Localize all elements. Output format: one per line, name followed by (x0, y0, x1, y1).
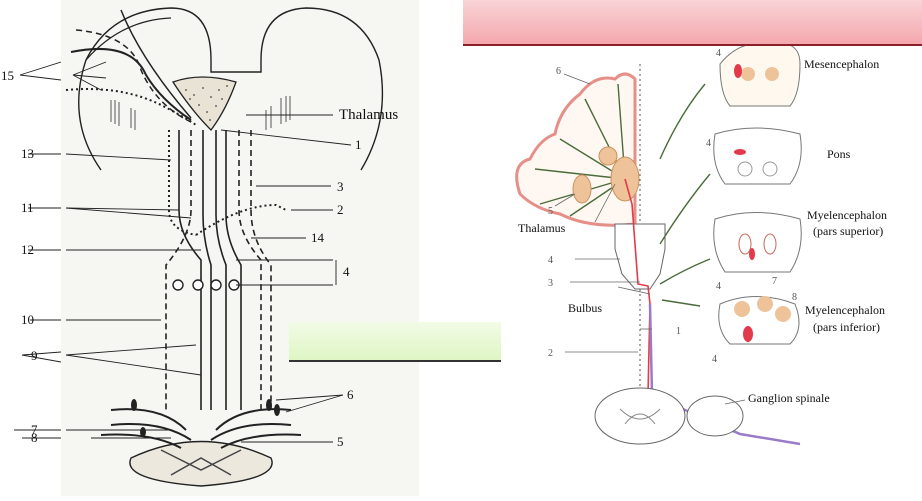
label-9: 9 (31, 348, 38, 363)
label-r-8: 8 (792, 292, 797, 303)
left-diagram: Thalamus 1 3 2 14 4 6 5 (65, 7, 398, 487)
cortex (515, 72, 637, 227)
label-r-1: 1 (676, 326, 681, 337)
left-leader-lines (65, 61, 352, 443)
label-thalamus-left: Thalamus (339, 107, 398, 123)
thalamus-stipple (185, 85, 228, 121)
pontine-nuclei (172, 279, 240, 291)
label-13: 13 (21, 146, 34, 161)
label-myel-sup-2: (pars superior) (813, 224, 883, 238)
section-arrows (659, 83, 711, 307)
label-12: 12 (21, 242, 34, 257)
ganglion-spinale-shape (686, 395, 744, 437)
label-10: 10 (21, 312, 34, 327)
label-5: 5 (337, 434, 344, 449)
label-3: 3 (337, 179, 344, 194)
label-thalamus-right: Thalamus (518, 221, 566, 235)
label-myel-inf-2: (pars inferior) (813, 320, 880, 334)
label-r-4b: 4 (716, 48, 721, 59)
label-8: 8 (31, 430, 38, 445)
left-margin-labels: 15 13 11 12 10 9 78 (1, 61, 61, 445)
label-r-4a: 4 (548, 255, 553, 266)
spinal-cord-right (594, 387, 686, 445)
label-2: 2 (337, 202, 344, 217)
spinal-roots (100, 408, 302, 449)
label-pons: Pons (827, 147, 851, 161)
section-mesencephalon (719, 42, 801, 107)
label-ganglion-spinale: Ganglion spinale (748, 391, 830, 405)
right-leader-lines (554, 73, 746, 405)
label-bulbus: Bulbus (568, 301, 602, 315)
middle-banner (289, 322, 501, 362)
label-r-4d: 4 (716, 281, 721, 292)
section-pons (713, 127, 802, 185)
descending-tracts (165, 130, 272, 410)
thalamus-mass (172, 76, 237, 131)
label-r-7: 7 (772, 276, 777, 287)
label-mesencephalon: Mesencephalon (804, 57, 879, 71)
label-myel-inf-1: Myelencephalon (805, 303, 885, 317)
section-myel-inferior (718, 296, 800, 345)
label-r-3: 3 (548, 278, 553, 289)
label-r-6: 6 (556, 66, 561, 77)
right-diagram-panel: Mesencephalon Pons Myelencephalon (pars … (500, 42, 922, 496)
top-banner (463, 0, 922, 46)
label-14: 14 (311, 230, 325, 245)
label-r-2: 2 (548, 348, 553, 359)
right-diagram: Mesencephalon Pons Myelencephalon (pars … (515, 42, 887, 446)
label-1: 1 (355, 137, 362, 152)
label-myel-sup-1: Myelencephalon (807, 208, 887, 222)
label-4: 4 (343, 264, 350, 279)
label-15: 15 (1, 68, 14, 83)
label-r-4e: 4 (712, 354, 717, 365)
basal-hatching (110, 96, 291, 130)
label-6: 6 (347, 387, 354, 402)
spinal-cord-section (129, 440, 273, 487)
left-diagram-panel: Thalamus 1 3 2 14 4 6 5 (61, 0, 419, 496)
label-r-5: 5 (548, 206, 553, 217)
section-myel-superior (713, 212, 802, 273)
label-r-4c: 4 (706, 138, 711, 149)
brainstem (614, 223, 666, 290)
label-11: 11 (21, 200, 34, 215)
label-7: 7 (31, 422, 38, 437)
